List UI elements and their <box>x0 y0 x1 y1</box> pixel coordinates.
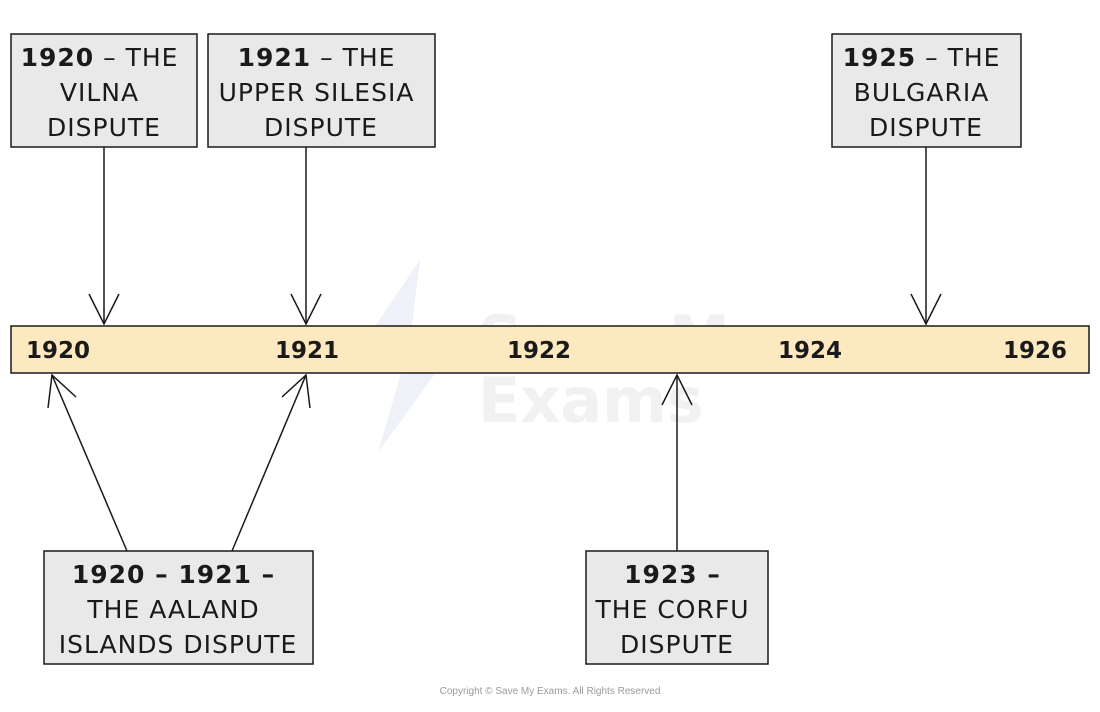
event-title-line3: DISPUTE <box>620 630 734 659</box>
timeline-year-1926: 1926 <box>1003 338 1067 364</box>
event-title-line2: VILNA <box>60 78 139 107</box>
watermark-line2: Exams <box>478 364 704 437</box>
event-title-line3: ISLANDS DISPUTE <box>59 630 298 659</box>
copyright-notice: Copyright © Save My Exams. All Rights Re… <box>440 686 661 697</box>
event-arrowhead-right <box>281 373 311 409</box>
event-title-line1: – THE <box>94 43 178 72</box>
event-box-text: 1923 – THE CORFU DISPUTE <box>595 560 759 659</box>
event-title-line3: DISPUTE <box>47 113 161 142</box>
event-box <box>585 550 769 665</box>
timeline-year-1920: 1920 <box>26 338 90 364</box>
event-arrowhead <box>88 293 120 326</box>
event-year: 1923 – <box>624 560 721 589</box>
event-box-text: 1920 – 1921 – THE AALAND ISLANDS DISPUTE <box>59 560 298 659</box>
timeline-year-1924: 1924 <box>778 338 842 364</box>
event-bulgaria: 1925 – THE BULGARIA DISPUTE <box>831 33 1022 326</box>
event-box <box>43 550 314 665</box>
event-arrowhead <box>661 373 693 406</box>
timeline-year-1922: 1922 <box>507 338 571 364</box>
event-title-line1: – THE <box>916 43 1000 72</box>
event-arrowhead <box>290 293 322 326</box>
event-arrowhead <box>910 293 942 326</box>
event-year: 1920 – 1921 – <box>72 560 275 589</box>
event-box-text: 1925 – THE BULGARIA DISPUTE <box>843 43 1010 142</box>
event-arrowhead-left <box>47 373 77 409</box>
event-box-text: 1920 – THE VILNA DISPUTE <box>21 43 188 142</box>
event-vilna: 1920 – THE VILNA DISPUTE <box>10 33 198 326</box>
event-year: 1925 <box>843 43 917 72</box>
event-title-line2: THE AALAND <box>86 595 259 624</box>
event-upper-silesia: 1921 – THE UPPER SILESIA DISPUTE <box>207 33 436 326</box>
event-arrow-line-left <box>51 374 128 552</box>
event-arrow-line-right <box>231 374 307 552</box>
timeline-year-1921: 1921 <box>275 338 339 364</box>
event-year: 1921 <box>238 43 312 72</box>
timeline-bar <box>10 325 1090 374</box>
event-title-line1: – THE <box>311 43 395 72</box>
event-title-line3: DISPUTE <box>869 113 983 142</box>
event-aaland-islands: 1920 – 1921 – THE AALAND ISLANDS DISPUTE <box>43 373 314 665</box>
event-box <box>207 33 436 148</box>
event-title-line2: BULGARIA <box>854 78 990 107</box>
event-year: 1920 <box>21 43 95 72</box>
event-title-line2: THE CORFU <box>595 595 750 624</box>
event-box-text: 1921 – THE UPPER SILESIA DISPUTE <box>219 43 424 142</box>
event-title-line3: DISPUTE <box>264 113 378 142</box>
event-box <box>831 33 1022 148</box>
event-box <box>10 33 198 148</box>
event-title-line2: UPPER SILESIA <box>219 78 415 107</box>
event-corfu: 1923 – THE CORFU DISPUTE <box>585 373 769 665</box>
